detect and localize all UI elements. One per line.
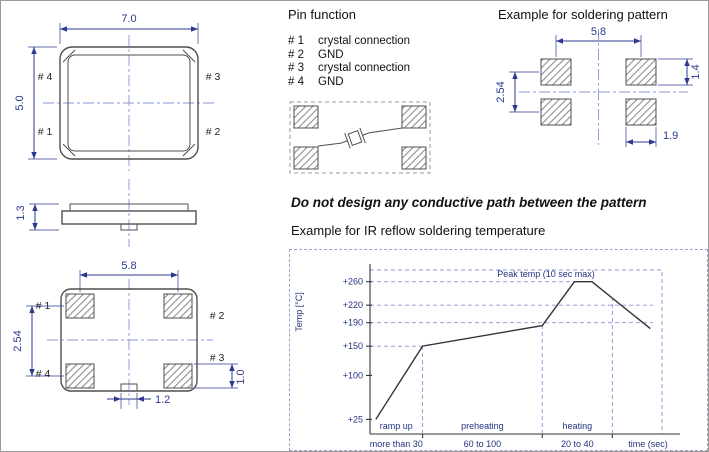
pad-pitch-h-dimension: 5.8 [121, 260, 136, 272]
diagram-pad [293, 146, 319, 170]
reflow-chart-svg: +260 +220 +190 +150 +100 +25 ramp up more than … [294, 264, 680, 449]
y-tick-label: +150 [343, 341, 363, 351]
soldering-pattern-title: Example for soldering pattern [498, 7, 668, 22]
phase-label: heating [563, 421, 593, 431]
pad-4 [65, 363, 95, 389]
pin-function-label: crystal connection [318, 35, 411, 47]
bottom-view-drawing: # 1 # 2 # 4 # 3 5.8 2.54 1.2 1.0 [12, 260, 247, 409]
bottom-view-pin-2: # 2 [210, 310, 225, 322]
pin-number: # 4 [288, 75, 304, 88]
phase-duration-label: more than 30 [370, 439, 423, 449]
crystal-connection-diagram [289, 101, 431, 174]
soldering-pattern-drawing: 5.8 2.54 1.4 1.9 [495, 26, 702, 147]
bottom-view-pin-3: # 3 [210, 352, 225, 364]
tab-width-dimension: 1.2 [155, 394, 170, 406]
diagram-pad [401, 105, 427, 129]
phase-label: ramp up [380, 421, 413, 431]
pad-2 [163, 293, 193, 319]
phase-duration-label: 60 to 100 [464, 439, 502, 449]
pin-number: # 2 [288, 48, 304, 61]
phase-duration-label: 20 to 40 [561, 439, 594, 449]
pad-1 [65, 293, 95, 319]
pad-3 [163, 363, 193, 389]
center-tab [120, 383, 138, 392]
solder-pad [625, 58, 657, 86]
peak-annotation: Peak temp (10 sec max) [497, 269, 595, 279]
y-axis-label: Temp [°C] [294, 292, 304, 332]
x-axis-label: time (sec) [628, 439, 668, 449]
top-view-pin-3: # 3 [206, 71, 221, 83]
corner-marks [62, 49, 196, 157]
top-view-pin-1: # 1 [38, 126, 53, 138]
pin-function-label: crystal connection [318, 62, 411, 74]
pad-pitch-v-dimension: 2.54 [12, 330, 24, 351]
diagram-pad [293, 105, 319, 129]
side-view-drawing: 1.3 [15, 179, 197, 247]
bottom-view-pin-4: # 4 [36, 368, 51, 380]
y-tick-label: +260 [343, 277, 363, 287]
pin-function-label: GND [318, 75, 344, 88]
solder-pad [540, 58, 572, 86]
pin-function-label: GND [318, 48, 344, 61]
package-drawings: # 4 # 3 # 1 # 2 7.0 5.0 1.3 [12, 13, 247, 409]
side-height-dimension: 1.3 [15, 205, 27, 220]
top-view-pin-2: # 2 [206, 126, 221, 138]
pin-row: # 2 GND [288, 49, 458, 63]
pin-row: # 1 crystal connection [288, 35, 458, 49]
pin-function-section: Pin function # 1 crystal connection # 2 … [288, 7, 458, 89]
top-view-drawing: # 4 # 3 # 1 # 2 7.0 5.0 [14, 13, 220, 171]
top-view-pin-4: # 4 [38, 71, 53, 83]
pin-number: # 1 [288, 35, 304, 47]
pattern-pitch-h-dimension: 5.8 [591, 26, 606, 38]
diagram-pad [401, 146, 427, 170]
crystal-symbol [341, 127, 369, 149]
y-tick-label: +190 [343, 318, 363, 328]
y-tick-label: +100 [343, 370, 363, 380]
pin-row: # 3 crystal connection [288, 62, 458, 76]
pin-row: # 4 GND [288, 76, 458, 90]
top-width-dimension: 7.0 [121, 13, 136, 25]
top-height-dimension: 5.0 [14, 95, 26, 110]
solder-pad [540, 98, 572, 126]
conductive-path-warning: Do not design any conductive path betwee… [291, 195, 647, 210]
pattern-pad-height-dimension: 1.4 [690, 64, 702, 79]
pattern-pitch-v-dimension: 2.54 [495, 81, 507, 102]
solder-pad [625, 98, 657, 126]
reflow-title: Example for IR reflow soldering temperat… [291, 223, 546, 238]
y-tick-label: +25 [348, 414, 363, 424]
pin-function-title: Pin function [288, 7, 356, 22]
plot-frame [370, 269, 663, 434]
reflow-chart: +260 +220 +190 +150 +100 +25 ramp up more than … [289, 249, 708, 451]
pattern-pad-width-dimension: 1.9 [663, 130, 678, 142]
y-tick-label: +220 [343, 300, 363, 310]
temperature-profile [375, 281, 651, 420]
phase-label: preheating [461, 421, 504, 431]
pin-number: # 3 [288, 62, 304, 74]
pad-height-dimension: 1.0 [235, 369, 247, 384]
pin-function-list: # 1 crystal connection # 2 GND # 3 cryst… [288, 35, 458, 89]
